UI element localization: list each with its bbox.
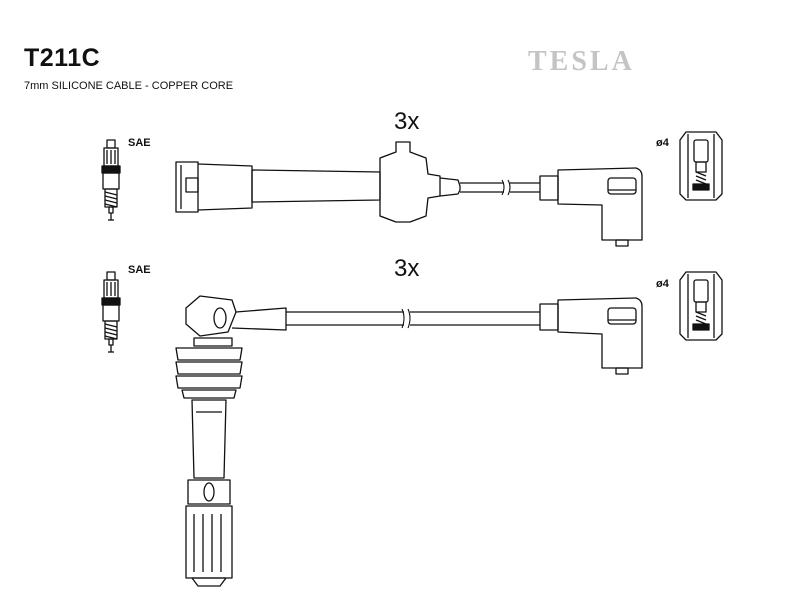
row-1-quantity: 3x <box>394 108 420 135</box>
brand-logo: TESLA <box>528 46 635 77</box>
angled-distributor-boot-icon <box>539 167 643 247</box>
terminal-socket-icon <box>679 131 723 201</box>
cable-description: 7mm SILICONE CABLE - COPPER CORE <box>24 80 234 92</box>
terminal-socket-icon <box>679 271 723 341</box>
cable-segment <box>286 308 540 329</box>
row-2-terminal-diameter: ø4 <box>656 278 669 290</box>
spark-plug-icon <box>101 271 121 353</box>
spark-plug-icon <box>101 139 121 221</box>
row-1-plug-standard: SAE <box>128 137 151 149</box>
coil-on-plug-boot-icon <box>175 295 287 587</box>
cable-segment <box>460 179 540 196</box>
row-2-plug-standard: SAE <box>128 264 151 276</box>
row-2-quantity: 3x <box>394 255 420 282</box>
row-1-terminal-diameter: ø4 <box>656 137 669 149</box>
straight-coil-boot-icon <box>175 141 461 223</box>
part-code: T211C <box>24 44 101 72</box>
angled-distributor-boot-icon <box>539 297 643 375</box>
